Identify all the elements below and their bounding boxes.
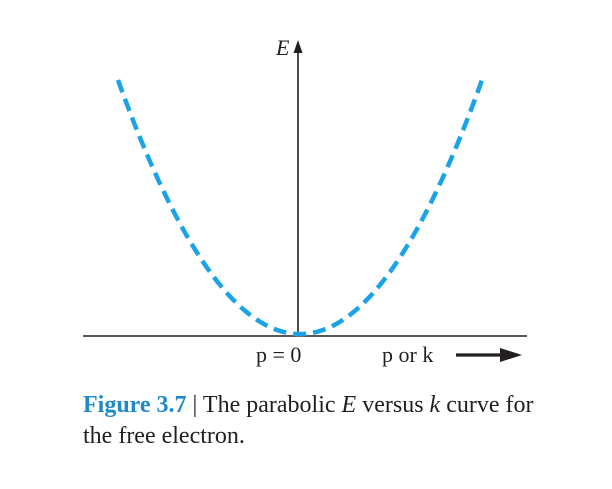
caption-text-3: curve for the free electron. bbox=[83, 392, 534, 449]
y-axis-label: E bbox=[275, 35, 290, 60]
figure-number: Figure 3.7 bbox=[83, 392, 187, 418]
caption-text-2: versus bbox=[356, 392, 430, 418]
x-direction-arrowhead bbox=[500, 348, 522, 362]
x-axis-label: p or k bbox=[382, 342, 433, 367]
caption-var-e: E bbox=[341, 392, 357, 418]
caption-separator: | bbox=[192, 392, 198, 418]
figure-caption: Figure 3.7 | The parabolic E versus k cu… bbox=[83, 390, 543, 452]
origin-label: p = 0 bbox=[256, 342, 301, 367]
vertical-axis-arrowhead bbox=[293, 40, 303, 53]
caption-var-k: k bbox=[429, 392, 441, 418]
caption-text-1: The parabolic bbox=[197, 392, 342, 418]
parabolic-curve bbox=[115, 79, 485, 337]
x-axis-label-text: p or k bbox=[382, 342, 433, 367]
